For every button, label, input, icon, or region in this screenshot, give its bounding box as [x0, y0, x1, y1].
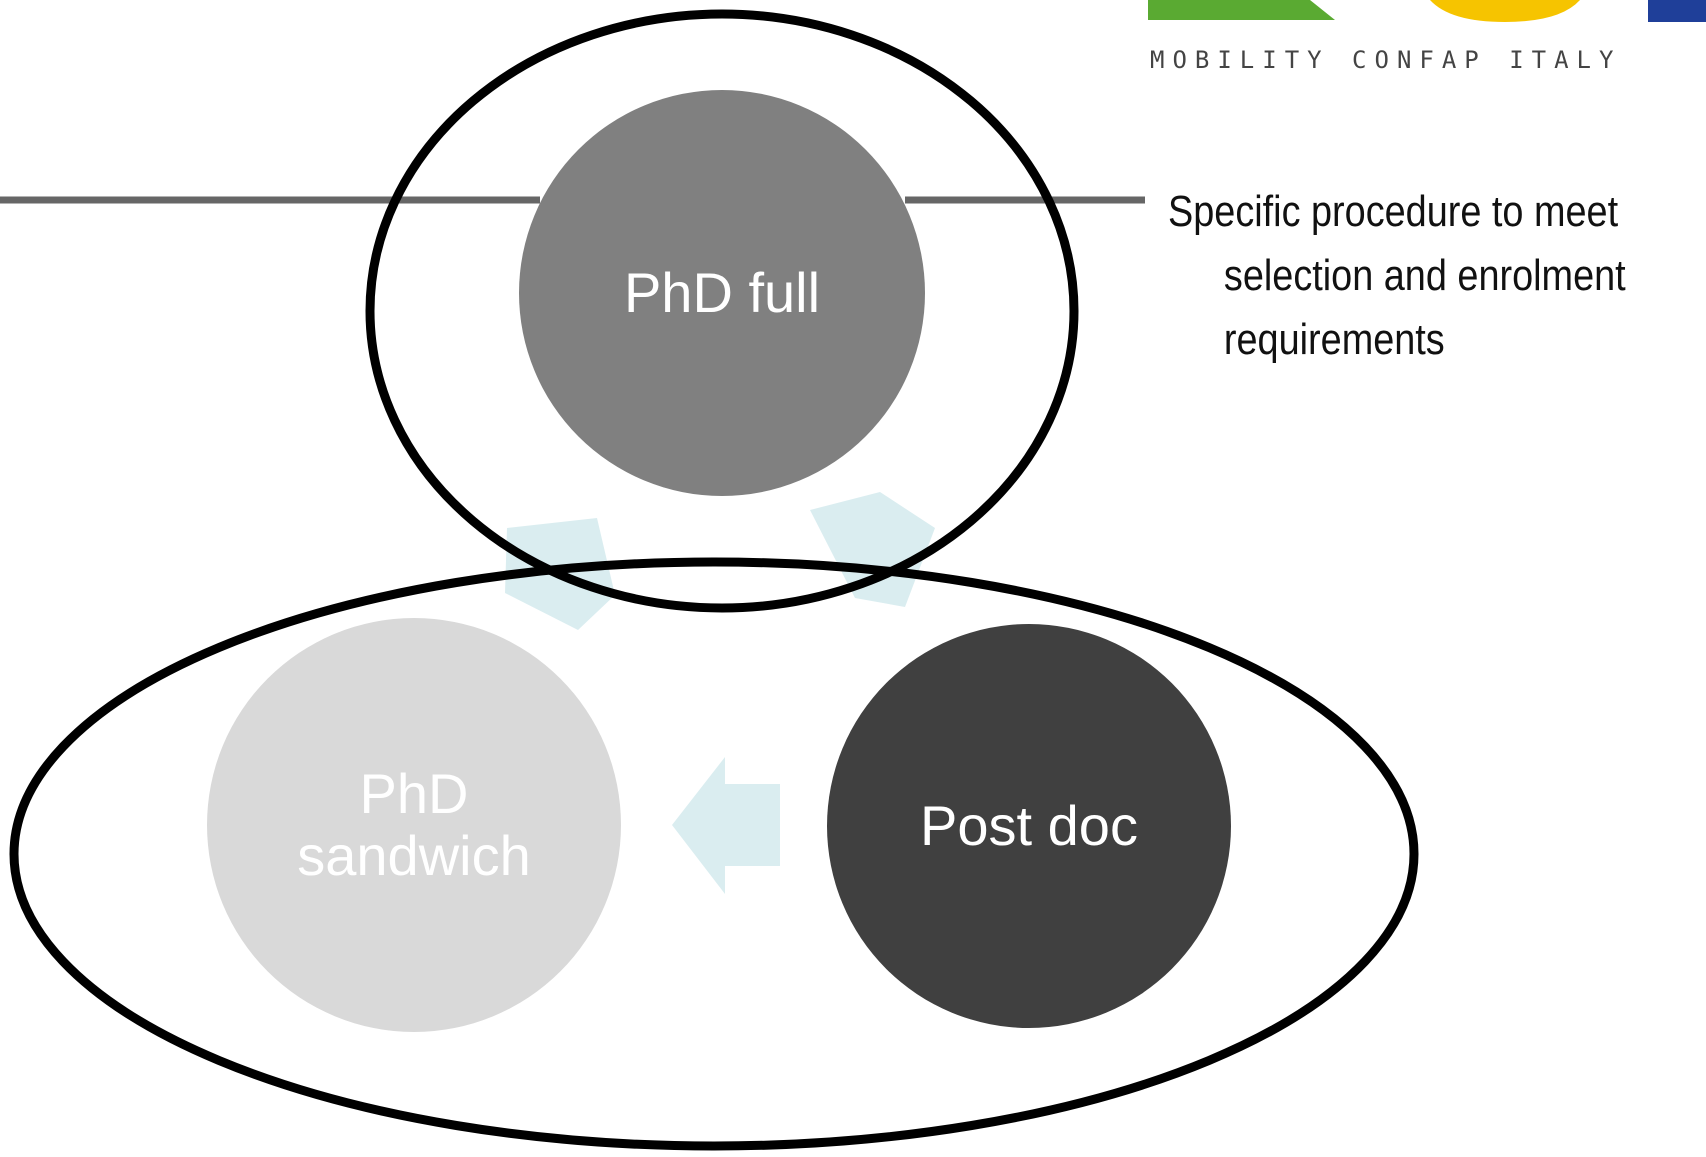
phd-sandwich-circle: [207, 618, 621, 1032]
logo-caption: MOBILITY CONFAP ITALY: [1150, 46, 1622, 74]
phd-sandwich-label: PhD sandwich: [297, 762, 531, 887]
post-doc-circle: [827, 624, 1231, 1028]
arrow-from-phd-full: [810, 492, 935, 607]
phd-full-circle: [519, 90, 925, 496]
phd-full-label: PhD full: [623, 261, 821, 324]
top-outline-ellipse: [365, 9, 1079, 613]
arrow-post-to-sandwich: [672, 757, 780, 894]
logo-yellow-shape: [1430, 0, 1580, 22]
procedure-note: Specific procedure to meet selection and…: [1168, 187, 1626, 364]
bottom-outline-ellipse: [9, 557, 1419, 1151]
logo-blue-shape: [1648, 0, 1706, 22]
post-doc-label: Post doc: [920, 794, 1138, 857]
logo-green-shape: [1148, 0, 1335, 20]
